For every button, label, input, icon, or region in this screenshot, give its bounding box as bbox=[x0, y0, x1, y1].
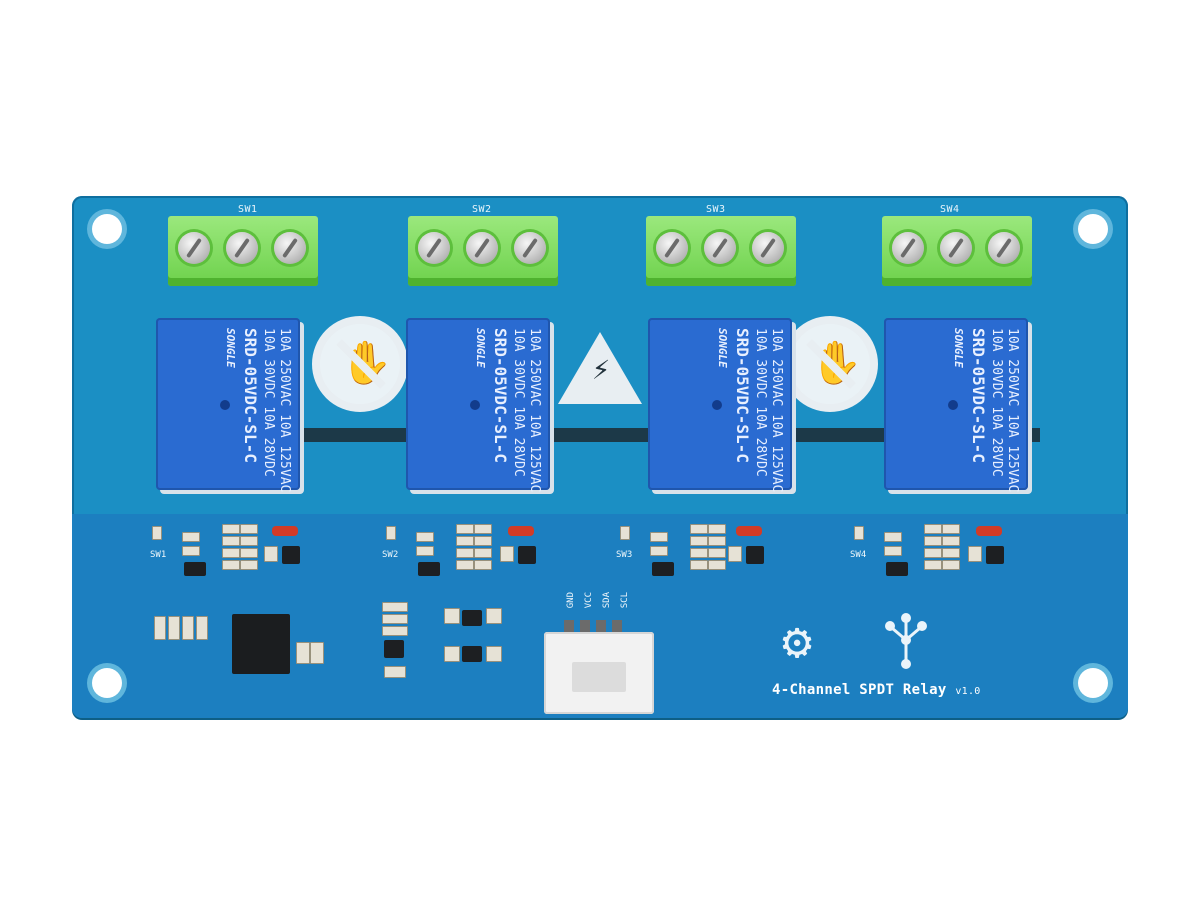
relay-rating-ac: 10A 250VAC 10A 125VAC bbox=[1005, 328, 1020, 493]
grove-connector[interactable] bbox=[544, 632, 654, 714]
pcb-slot bbox=[160, 428, 1040, 442]
relay-rating-dc: 10A 30VDC 10A 28VDC bbox=[511, 328, 526, 477]
relay-4: 10A 250VAC 10A 125VAC 10A 30VDC 10A 28VD… bbox=[884, 318, 1028, 493]
controller-ic bbox=[224, 614, 298, 674]
relay-1: 10A 250VAC 10A 125VAC 10A 30VDC 10A 28VD… bbox=[156, 318, 300, 493]
connector-pins bbox=[564, 620, 634, 636]
screw-icon bbox=[274, 232, 306, 264]
terminal-block-2 bbox=[408, 216, 558, 294]
relay-3: 10A 250VAC 10A 125VAC 10A 30VDC 10A 28VD… bbox=[648, 318, 792, 493]
relay-model: SRD-05VDC-SL-C bbox=[491, 328, 510, 463]
sw-label-2: SW2 bbox=[472, 204, 492, 215]
high-voltage-icon: ⚡ bbox=[558, 332, 642, 404]
relay-rating-dc: 10A 30VDC 10A 28VDC bbox=[989, 328, 1004, 477]
terminal-block-3 bbox=[646, 216, 796, 294]
board-title-text: 4-Channel SPDT Relay bbox=[772, 682, 947, 698]
mounting-hole bbox=[92, 214, 122, 244]
pin-label-gnd: GND bbox=[566, 592, 576, 609]
mounting-hole bbox=[1078, 668, 1108, 698]
screw-icon bbox=[514, 232, 546, 264]
diode bbox=[736, 526, 762, 536]
silk-sw3: SW3 bbox=[616, 550, 633, 560]
sw-label-1: SW1 bbox=[238, 204, 258, 215]
sw-label-4: SW4 bbox=[940, 204, 960, 215]
pin-label-sda: SDA bbox=[602, 592, 612, 609]
silk-sw4: SW4 bbox=[850, 550, 867, 560]
no-touch-hand-icon: ✋ bbox=[782, 316, 878, 412]
relay-rating-ac: 10A 250VAC 10A 125VAC bbox=[769, 328, 784, 493]
diode bbox=[976, 526, 1002, 536]
relay-model: SRD-05VDC-SL-C bbox=[241, 328, 260, 463]
screw-icon bbox=[178, 232, 210, 264]
terminal-block-4 bbox=[882, 216, 1032, 294]
terminal-block-1 bbox=[168, 216, 318, 294]
relay-2: 10A 250VAC 10A 125VAC 10A 30VDC 10A 28VD… bbox=[406, 318, 550, 493]
no-touch-hand-icon: ✋ bbox=[312, 316, 408, 412]
screw-icon bbox=[418, 232, 450, 264]
screw-icon bbox=[226, 232, 258, 264]
board-title: 4-Channel SPDT Relay v1.0 bbox=[772, 682, 981, 698]
relay-rating-dc: 10A 30VDC 10A 28VDC bbox=[261, 328, 276, 477]
mounting-hole bbox=[1078, 214, 1108, 244]
tree-logo-icon bbox=[885, 613, 927, 669]
pin-label-vcc: VCC bbox=[584, 592, 594, 609]
screw-icon bbox=[704, 232, 736, 264]
diode bbox=[272, 526, 298, 536]
screw-icon bbox=[988, 232, 1020, 264]
relay-rating-ac: 10A 250VAC 10A 125VAC bbox=[527, 328, 542, 493]
sw-label-3: SW3 bbox=[706, 204, 726, 215]
relay-model: SRD-05VDC-SL-C bbox=[969, 328, 988, 463]
pin-label-scl: SCL bbox=[620, 592, 630, 609]
diode bbox=[508, 526, 534, 536]
screw-icon bbox=[752, 232, 784, 264]
relay-board: SW1 SW2 SW3 SW4 ✋ ⚡ ✋ 10A 250VAC 10A 125… bbox=[72, 196, 1128, 718]
screw-icon bbox=[466, 232, 498, 264]
relay-rating-dc: 10A 30VDC 10A 28VDC bbox=[753, 328, 768, 477]
silk-sw1: SW1 bbox=[150, 550, 167, 560]
silk-sw2: SW2 bbox=[382, 550, 399, 560]
screw-icon bbox=[892, 232, 924, 264]
screw-icon bbox=[940, 232, 972, 264]
open-source-hardware-icon: ⚙ bbox=[781, 612, 813, 670]
screw-icon bbox=[656, 232, 688, 264]
relay-model: SRD-05VDC-SL-C bbox=[733, 328, 752, 463]
mounting-hole bbox=[92, 668, 122, 698]
relay-rating-ac: 10A 250VAC 10A 125VAC bbox=[277, 328, 292, 493]
board-version: v1.0 bbox=[955, 686, 981, 697]
